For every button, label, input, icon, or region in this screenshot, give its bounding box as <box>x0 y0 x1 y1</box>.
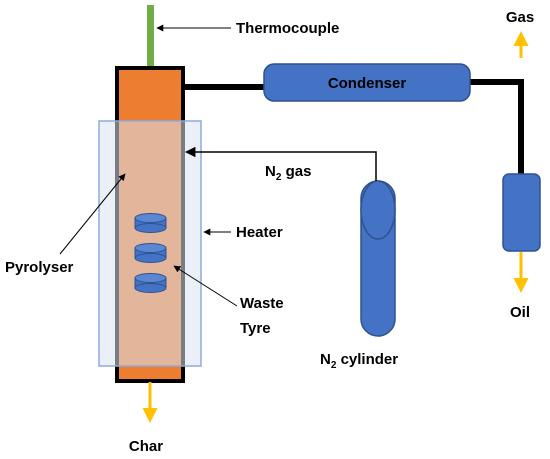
n2-cylinder-prefix: N <box>320 351 331 368</box>
tyre-label: Tyre <box>240 320 271 337</box>
oil-label: Oil <box>510 304 530 321</box>
n2-gas-label: N2 gas <box>265 163 311 183</box>
char-label: Char <box>129 438 163 455</box>
waste-tyre-leader <box>173 265 238 307</box>
n2-cylinder-label: N2 cylinder <box>320 351 398 371</box>
pyrolyser-leader <box>59 173 126 255</box>
thermocouple-label: Thermocouple <box>236 20 339 37</box>
heater-label: Heater <box>236 224 283 241</box>
tyre-pellet <box>134 213 167 233</box>
waste-label: Waste <box>240 295 284 312</box>
n2-cylinder-subscript: 2 <box>331 360 337 371</box>
n2-gas-line <box>184 146 377 181</box>
condenser: Condenser <box>263 63 471 102</box>
n2-gas-suffix: gas <box>281 163 311 180</box>
oil-collector <box>502 173 541 252</box>
waste-tyre-pellets <box>134 213 167 293</box>
pyrolyser-label: Pyrolyser <box>5 259 74 276</box>
thermocouple-rod <box>147 5 154 69</box>
condenser-to-collector-pipe <box>470 79 524 175</box>
gas-label: Gas <box>506 9 534 26</box>
n2-gas-prefix: N <box>265 163 276 180</box>
tyre-pellet <box>134 273 167 293</box>
n2-cylinder <box>360 180 396 337</box>
condenser-label: Condenser <box>328 75 407 92</box>
tyre-pellet <box>134 243 167 263</box>
n2-cylinder-suffix: cylinder <box>336 351 398 368</box>
n2-gas-subscript: 2 <box>276 172 282 183</box>
